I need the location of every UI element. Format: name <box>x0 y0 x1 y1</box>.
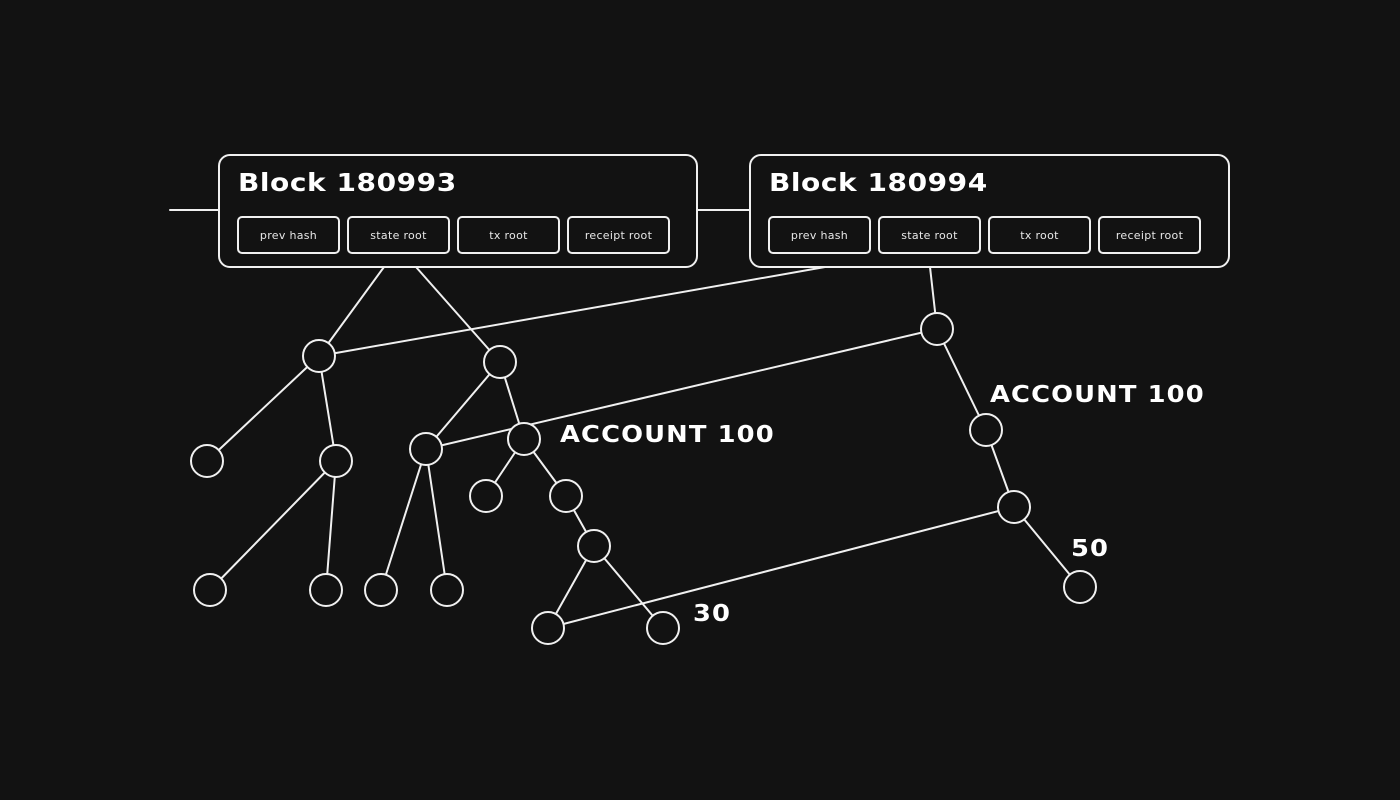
value-label-30: 30 <box>693 601 732 627</box>
block-180993[interactable]: Block 180993 Prev Hash state root TX roo… <box>218 154 698 268</box>
trie-node[interactable] <box>319 444 353 478</box>
trie-node[interactable] <box>483 345 517 379</box>
account-label-left: ACCOUNT 100 <box>560 422 775 448</box>
state-root-field[interactable]: state root <box>878 216 981 254</box>
value-leaf-50[interactable] <box>1063 570 1097 604</box>
state-root-node-right[interactable] <box>920 312 954 346</box>
trie-node[interactable] <box>469 479 503 513</box>
trie-leaf[interactable] <box>430 573 464 607</box>
trie-leaf[interactable] <box>531 611 565 645</box>
trie-leaf[interactable] <box>309 573 343 607</box>
tx-root-field[interactable]: TX root <box>457 216 560 254</box>
block-title: Block 180994 <box>769 168 988 197</box>
value-label-50: 50 <box>1071 536 1110 562</box>
receipt-root-field[interactable]: receipt root <box>567 216 670 254</box>
trie-node[interactable] <box>549 479 583 513</box>
value-leaf-30[interactable] <box>646 611 680 645</box>
account-label-right: ACCOUNT 100 <box>990 382 1205 408</box>
trie-node[interactable] <box>302 339 336 373</box>
block-title: Block 180993 <box>238 168 457 197</box>
trie-node[interactable] <box>997 490 1031 524</box>
receipt-root-field[interactable]: receipt root <box>1098 216 1201 254</box>
trie-leaf[interactable] <box>193 573 227 607</box>
block-180994[interactable]: Block 180994 Prev Hash state root TX roo… <box>749 154 1230 268</box>
account-node-right[interactable] <box>969 413 1003 447</box>
prev-hash-field[interactable]: Prev Hash <box>237 216 340 254</box>
account-node-left[interactable] <box>507 422 541 456</box>
tx-root-field[interactable]: TX root <box>988 216 1091 254</box>
trie-node[interactable] <box>577 529 611 563</box>
trie-node[interactable] <box>190 444 224 478</box>
trie-leaf[interactable] <box>364 573 398 607</box>
trie-node[interactable] <box>409 432 443 466</box>
prev-hash-field[interactable]: Prev Hash <box>768 216 871 254</box>
state-root-field[interactable]: state root <box>347 216 450 254</box>
